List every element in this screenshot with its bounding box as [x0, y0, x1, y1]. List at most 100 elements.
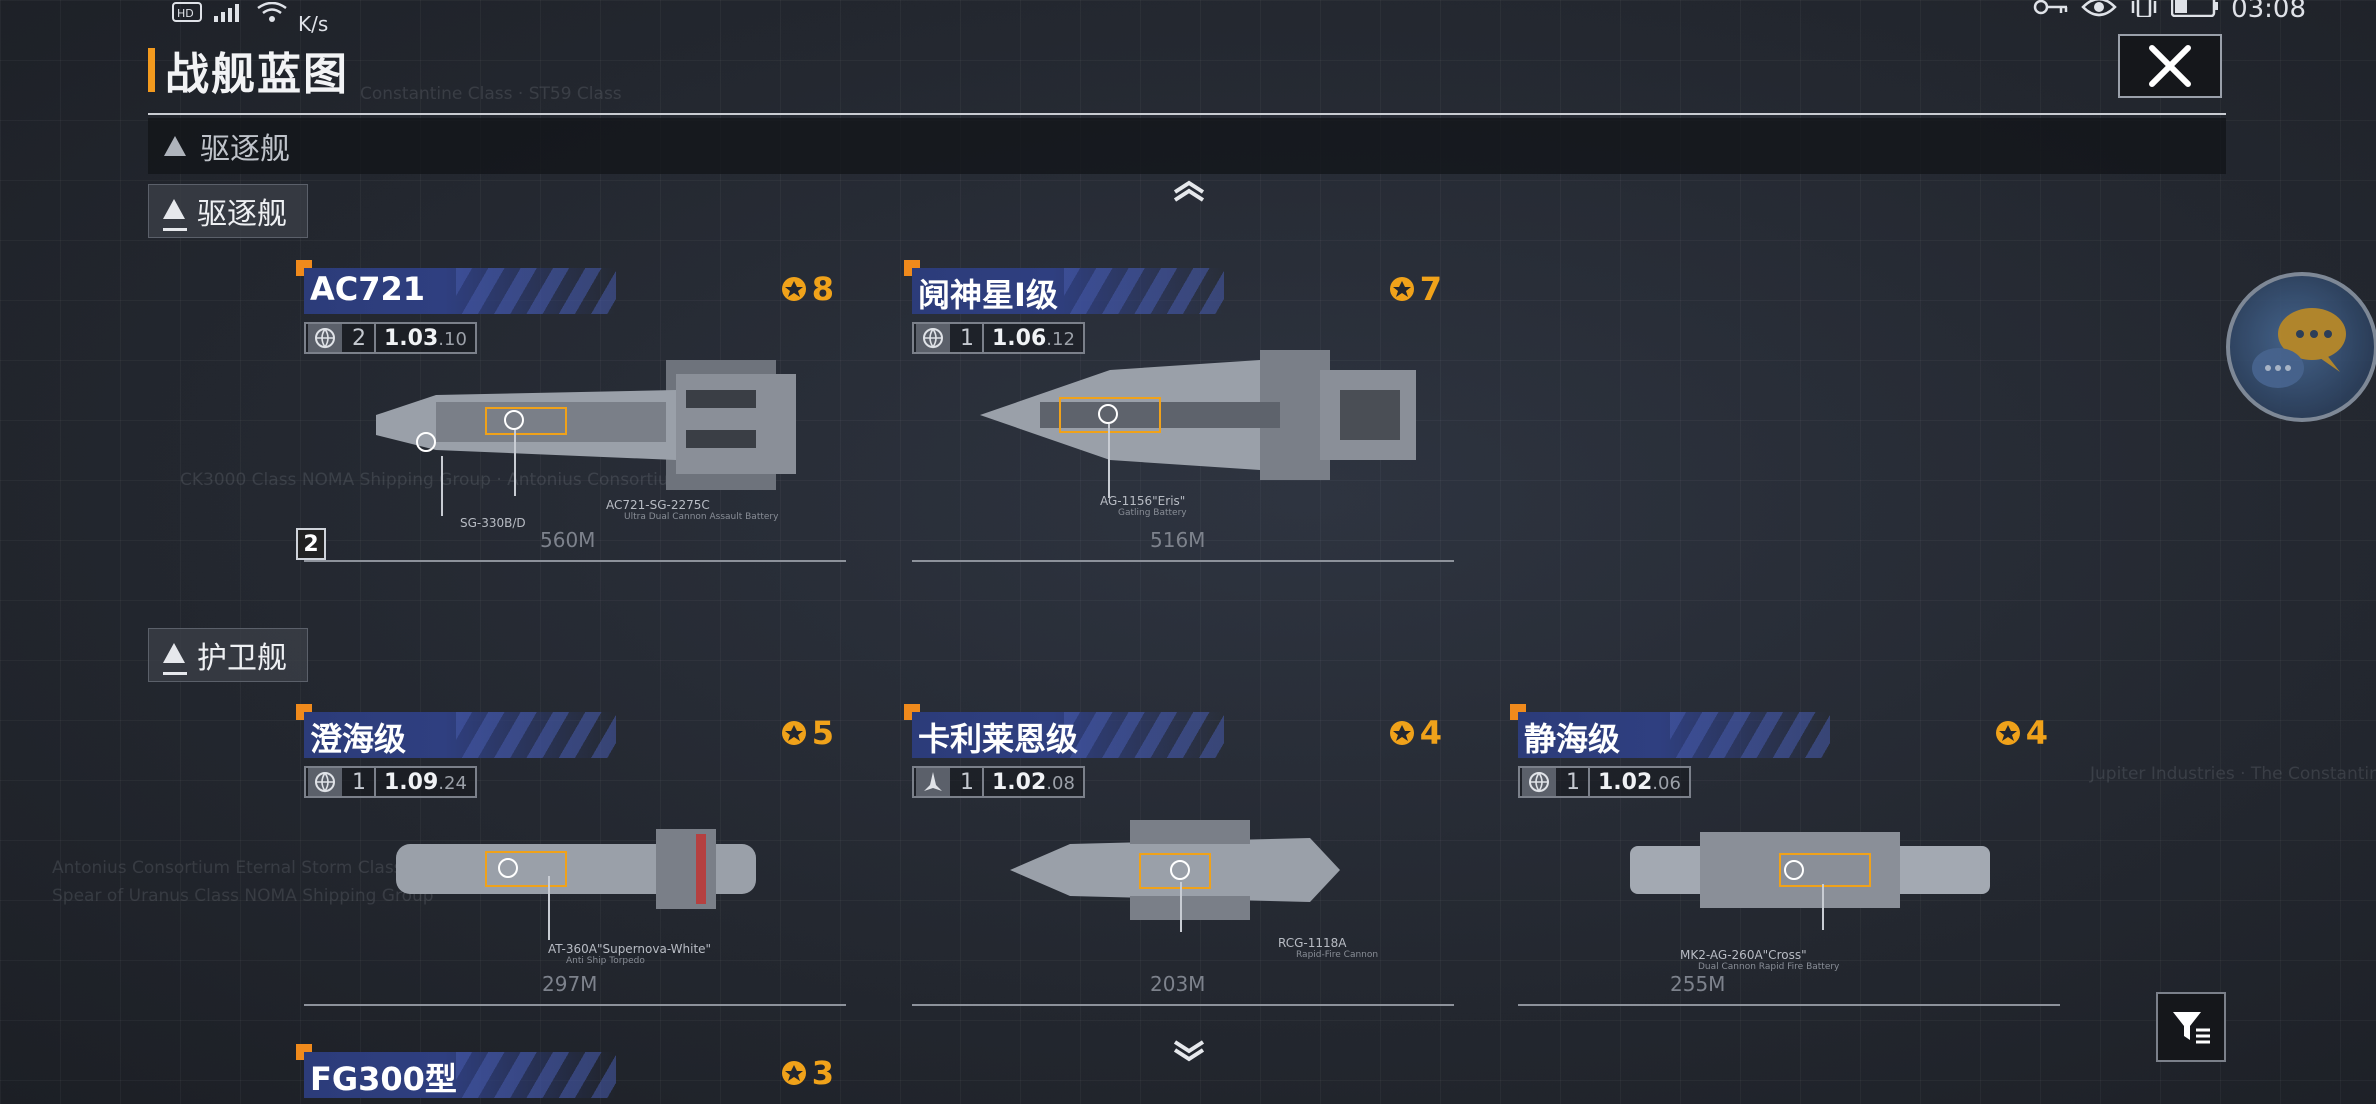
name-band — [304, 1052, 616, 1098]
background-watermark: Constantine Class · ST59 Class — [360, 84, 622, 104]
battery-icon — [2170, 0, 2219, 24]
level-badge-icon — [781, 721, 806, 745]
ship-info-box: 2 1.03.10 — [304, 322, 477, 354]
close-button[interactable] — [2118, 34, 2222, 98]
chevron-up-icon[interactable] — [1172, 180, 1206, 202]
ship-length: 255M — [1670, 972, 1726, 996]
ship-version: 1.06.12 — [992, 325, 1075, 351]
ship-info-box: 1 1.02.06 — [1518, 766, 1691, 798]
chat-icon — [2252, 308, 2346, 388]
ship-image — [376, 360, 796, 490]
weapon-leader-line — [441, 456, 443, 516]
length-ruler — [912, 560, 1454, 562]
status-bar: HD K/s 03:08 — [0, 0, 2376, 36]
ship-length: 297M — [542, 972, 598, 996]
weapon-leader-line — [1180, 882, 1182, 932]
level-badge-icon — [781, 1061, 806, 1085]
ship-level: 8 — [780, 270, 834, 308]
ship-version: 1.02.06 — [1598, 769, 1681, 795]
weapon-leader-line — [514, 430, 516, 496]
weapon-label: AG-1156"Eris"Gatling Battery — [1100, 494, 1187, 518]
ship-info-box: 1 1.09.24 — [304, 766, 477, 798]
weapon-label: AT-360A"Supernova-White"Anti Ship Torped… — [548, 942, 712, 966]
weapon-label: SG-330B/D — [460, 516, 526, 530]
count-badge: 2 — [296, 528, 326, 560]
info-number: 2 — [344, 324, 376, 352]
ship-card-eris[interactable]: 阋神星I级 7 1 1.06.12 AG-1156"Eris"Gatling B… — [904, 260, 1464, 580]
ship-image — [1010, 820, 1340, 920]
ship-version: 1.03.10 — [384, 325, 467, 351]
weapon-leader-line — [1108, 424, 1110, 498]
ship-name: 阋神星I级 — [918, 276, 1058, 314]
ship-version: 1.02.08 — [992, 769, 1075, 795]
category-frigate[interactable]: 护卫舰 — [148, 628, 308, 682]
background-watermark: Antonius Consortium Eternal Storm Class — [52, 858, 403, 878]
level-badge-icon — [1389, 721, 1414, 745]
length-ruler — [304, 560, 846, 562]
triangle-icon — [163, 636, 187, 675]
background-watermark: CK3000 Class NOMA Shipping Group · Anton… — [180, 470, 686, 490]
signal-icon — [212, 2, 246, 29]
chat-bubble-button[interactable] — [2226, 272, 2376, 422]
ship-info-box: 1 1.06.12 — [912, 322, 1085, 354]
header-divider — [148, 113, 2226, 115]
chevron-down-icon[interactable] — [1172, 1040, 1206, 1062]
page-title: 战舰蓝图 — [165, 49, 349, 100]
background-watermark: Spear of Uranus Class NOMA Shipping Grou… — [52, 886, 434, 906]
title-accent-bar — [148, 48, 155, 92]
info-number: 1 — [952, 324, 984, 352]
ship-length: 516M — [1150, 528, 1206, 552]
globe-icon — [308, 768, 342, 796]
level-badge-icon — [1389, 277, 1414, 301]
ship-version: 1.09.24 — [384, 769, 467, 795]
weapon-leader-line — [548, 876, 550, 940]
ship-image — [1630, 832, 1990, 908]
name-band — [304, 712, 616, 758]
ship-name: FG300型 — [310, 1060, 457, 1098]
network-speed: K/s — [298, 12, 329, 36]
ship-card-jinghai[interactable]: 静海级 4 1 1.02.06 MK2-AG-260A"Cross"Dual C… — [1510, 704, 2070, 1024]
background-watermark: Jupiter Industries · The Constantine — [2090, 764, 2376, 784]
category-destroyer[interactable]: 驱逐舰 — [148, 184, 308, 238]
ship-level: 4 — [1994, 714, 2048, 752]
category-label: 护卫舰 — [197, 641, 287, 676]
ship-length: 560M — [540, 528, 596, 552]
ship-length: 203M — [1150, 972, 1206, 996]
name-band — [1518, 712, 1830, 758]
name-band — [304, 268, 616, 314]
ship-image — [396, 829, 756, 909]
ship-name: AC721 — [310, 270, 426, 308]
close-icon — [2149, 45, 2191, 87]
ship-card-fg300[interactable]: FG300型 3 — [296, 1044, 856, 1104]
ship-level: 4 — [1388, 714, 1442, 752]
hd-icon: HD — [172, 1, 202, 29]
category-label: 驱逐舰 — [197, 197, 287, 232]
length-ruler — [912, 1004, 1454, 1006]
ship-level: 3 — [780, 1054, 834, 1092]
globe-icon — [1522, 768, 1556, 796]
wifi-icon — [256, 1, 288, 29]
globe-icon — [308, 324, 342, 352]
vibrate-icon — [2129, 0, 2159, 24]
weapon-label: MK2-AG-260A"Cross"Dual Cannon Rapid Fire… — [1680, 948, 1840, 972]
ship-level: 5 — [780, 714, 834, 752]
ship-name: 澄海级 — [310, 720, 407, 758]
filter-button[interactable] — [2156, 992, 2226, 1062]
length-ruler — [304, 1004, 846, 1006]
fighter-icon — [916, 768, 950, 796]
info-number: 1 — [344, 768, 376, 796]
length-ruler — [1518, 1004, 2060, 1006]
current-section-band[interactable]: 驱逐舰 — [148, 118, 2226, 174]
ship-image — [980, 350, 1416, 480]
weapon-leader-line — [1822, 884, 1824, 930]
eye-icon — [2081, 0, 2117, 24]
section-triangle-icon — [164, 136, 186, 156]
ship-info-box: 1 1.02.08 — [912, 766, 1085, 798]
clock: 03:08 — [2231, 0, 2306, 24]
level-badge-icon — [781, 277, 806, 301]
ship-card-chenghai[interactable]: 澄海级 5 1 1.09.24 AT-360A"Supernova-White"… — [296, 704, 856, 1024]
